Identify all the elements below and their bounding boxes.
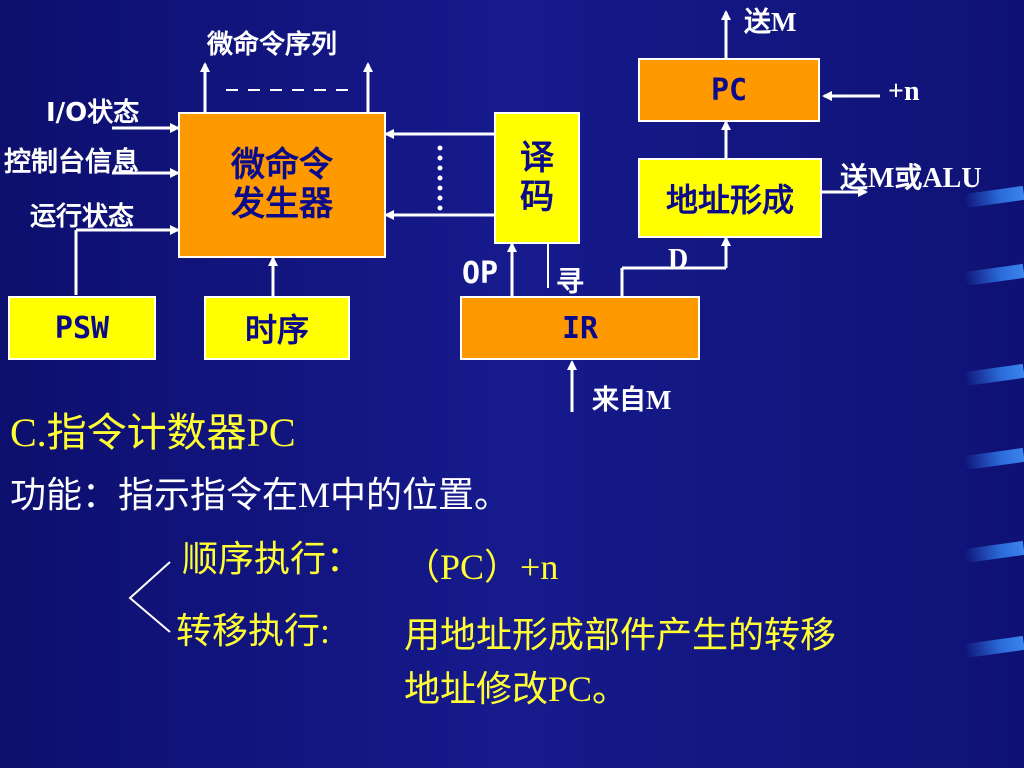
ir-box: IR — [460, 296, 700, 360]
jump-label: 转移执行: — [176, 611, 331, 651]
timing-box: 时序 — [204, 296, 350, 360]
dots-column — [437, 145, 443, 211]
send-m-or-alu-label: 送M或ALU — [840, 163, 982, 194]
plus-n-label: +n — [888, 76, 920, 107]
ir-label: IR — [561, 310, 599, 346]
psw-box: PSW — [8, 296, 156, 360]
pc-label: PC — [710, 72, 748, 108]
io-status-label: I/O状态 — [46, 98, 140, 128]
sequential-value: （PC）+n — [404, 547, 559, 587]
heading: C.指令计数器PC — [10, 410, 296, 455]
address-forming-label: 地址形成 — [665, 181, 794, 219]
pc-box: PC — [638, 58, 820, 122]
op-label: OP — [462, 256, 499, 291]
jump-value-line1: 用地址形成部件产生的转移 — [404, 615, 837, 655]
timing-label: 时序 — [244, 311, 309, 349]
decoder-label-line2: 码 — [520, 177, 554, 217]
jump-value-line2: 地址修改PC。 — [404, 669, 629, 709]
micro-command-generator-box: 微命令 发生器 — [178, 112, 386, 258]
console-info-label: 控制台信息 — [4, 147, 139, 178]
decoder-box: 译 码 — [494, 112, 580, 244]
generator-label-line1: 微命令 — [231, 144, 333, 185]
decoder-label-line1: 译 — [520, 137, 554, 178]
d-label: D — [668, 244, 689, 275]
sequential-label: 顺序执行： — [182, 539, 363, 579]
micro-command-sequence-label: 微命令序列 — [207, 30, 338, 60]
bracket — [128, 561, 171, 633]
function-line: 功能：指示指令在M中的位置。 — [10, 475, 511, 515]
seek-label: 寻 — [556, 265, 585, 298]
generator-label-line2: 发生器 — [231, 184, 333, 224]
address-forming-box: 地址形成 — [638, 158, 822, 238]
run-status-label: 运行状态 — [30, 202, 135, 232]
send-m-label: 送M — [744, 7, 797, 37]
from-m-label: 来自M — [592, 385, 672, 415]
psw-label: PSW — [54, 310, 110, 346]
